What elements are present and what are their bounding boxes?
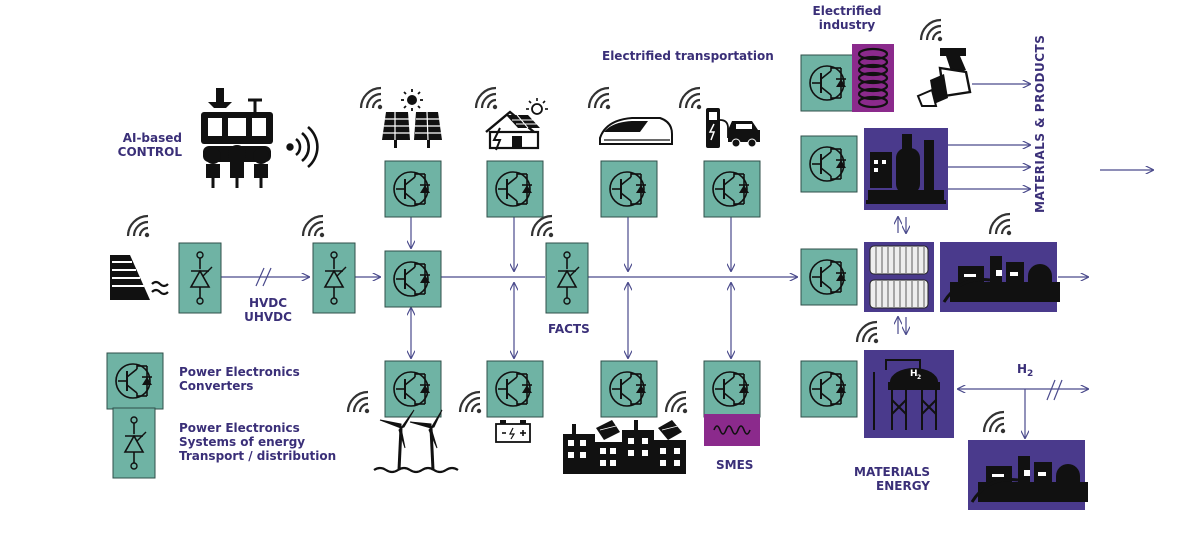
wifi-icon	[458, 390, 483, 415]
ai-control-line2: CONTROL	[117, 145, 182, 159]
legend-converter-symbol	[106, 352, 164, 410]
wifi-icon	[346, 390, 371, 415]
hvdc-text: HVDC	[248, 296, 288, 310]
train-icon	[599, 117, 673, 145]
coil-icon	[852, 44, 894, 112]
materials-energy-line1: MATERIALS	[854, 465, 930, 479]
coil-storage-icon	[864, 242, 934, 312]
wifi-icon	[530, 214, 555, 239]
ev-charging-icon	[706, 108, 760, 148]
converter-smes	[703, 360, 761, 418]
thyristor-facts	[545, 242, 589, 314]
wind-turbine-icon	[373, 409, 459, 474]
solar-roof-icon	[485, 98, 548, 151]
legend-systems-line3: Transport / distribution	[179, 449, 337, 463]
converter-industry-1	[800, 54, 858, 112]
wifi-icon	[587, 86, 612, 111]
hydro-dam-icon	[110, 255, 169, 300]
converter-battery	[486, 360, 544, 418]
wifi-icon	[359, 86, 384, 111]
battery-icon	[495, 420, 531, 443]
h2-main: H	[1017, 362, 1028, 376]
electrified-industry-label: Electrified industry	[806, 4, 888, 32]
ai-control-line1: AI-based	[122, 131, 182, 145]
wifi-icon	[919, 18, 944, 43]
electrified-transportation-label: Electrified transportation	[602, 49, 774, 63]
legend-thyristor-symbol	[112, 407, 156, 479]
legend-converters-label: Power Electronics Converters	[179, 365, 300, 393]
legend-converters-line2: Converters	[179, 379, 254, 393]
wifi-icon	[988, 212, 1013, 237]
power-plant-icon	[940, 242, 1062, 312]
converter-city	[600, 360, 658, 418]
legend-systems-line2: Systems of energy	[179, 435, 306, 449]
smes-coil-icon	[704, 414, 760, 446]
smes-label: SMES	[716, 458, 754, 472]
h2-sub: 2	[1027, 369, 1034, 379]
facts-label: FACTS	[548, 322, 590, 336]
solar-panel-icon	[382, 89, 442, 148]
wifi-icon	[301, 214, 326, 239]
robot-arm-icon	[916, 48, 972, 107]
converter-wind	[384, 360, 442, 418]
legend-systems-line1: Power Electronics	[179, 421, 300, 435]
converters	[106, 54, 858, 418]
converter-solar	[384, 160, 442, 218]
legend-converters-line1: Power Electronics	[179, 365, 300, 379]
hydrogen-tank-icon: H 2	[864, 350, 954, 438]
hvdc-label: HVDC UHVDC	[236, 296, 300, 324]
factory-icon	[864, 128, 948, 210]
thyristor-uhvdc	[312, 242, 356, 314]
thyristor-hydro	[178, 242, 222, 314]
wifi-icon	[474, 86, 499, 111]
materials-energy-line2: ENERGY	[876, 479, 930, 493]
wifi-icon	[664, 390, 689, 415]
converter-train	[600, 160, 658, 218]
wifi-icon	[678, 86, 703, 111]
broadcast-icon	[286, 126, 319, 168]
converter-hydrogen	[800, 360, 858, 418]
control-center-icon	[201, 88, 273, 188]
tank-h-sub: 2	[917, 374, 921, 381]
materials-energy-label: MATERIALS ENERGY	[846, 465, 930, 493]
wifi-icon	[855, 320, 880, 345]
electrified-industry-line2: industry	[818, 18, 876, 32]
uhvdc-text: UHVDC	[244, 310, 292, 324]
tank-h-label: H	[910, 369, 918, 379]
energy-plant-icon	[968, 440, 1090, 510]
power-lines	[221, 84, 1153, 438]
city-solar-icon	[563, 420, 686, 474]
converter-industry-2	[800, 135, 858, 193]
legend-systems-label: Power Electronics Systems of energy Tran…	[179, 421, 336, 463]
converter-ev	[703, 160, 761, 218]
materials-products-label: MATERIALS & PRODUCTS	[1033, 34, 1047, 213]
ai-control-label: AI-based CONTROL	[104, 131, 182, 159]
converter-main	[384, 250, 442, 308]
converter-solar-roof	[486, 160, 544, 218]
wifi-icon	[982, 410, 1007, 435]
electrified-industry-line1: Electrified	[812, 4, 882, 18]
converter-industry-3	[800, 248, 858, 306]
wifi-icon	[126, 214, 151, 239]
h2-label: H2	[1017, 362, 1033, 381]
